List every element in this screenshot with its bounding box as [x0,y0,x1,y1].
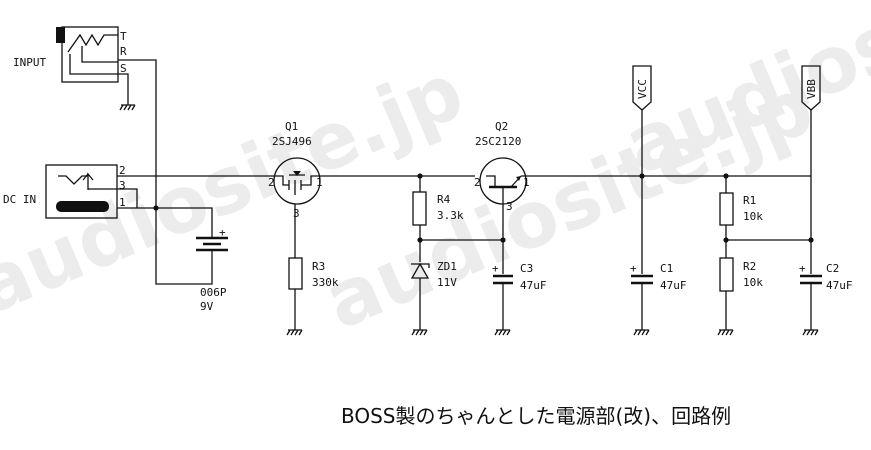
q1-mosfet: Q1 2SJ496 2 1 3 [268,120,323,220]
c1: + C1 47uF [630,262,687,292]
r2-body [719,257,734,292]
junction-base [500,237,506,243]
vcc-terminal: VCC [632,65,652,111]
input-r-wire [118,59,213,285]
battery-voltage: 9V [200,300,214,313]
c2-polarity: + [799,262,806,275]
vbb-label: VBB [805,79,818,99]
c2-value: 47uF [826,279,853,292]
q1-pin-1: 1 [316,176,323,189]
zd1: ZD1 11V [410,260,457,289]
q1-body [273,157,321,205]
q2-pin-3: 3 [506,200,513,213]
vbb-terminal: VBB [801,65,821,111]
ground-symbol [802,329,819,336]
input-jack-sleeve-contact [69,54,118,75]
q2-emitter-arrow [516,176,521,181]
input-jack: INPUT T R S [13,26,127,83]
c1-polarity: + [630,262,637,275]
dc-jack-label: DC IN [3,193,36,206]
r1: R1 10k [719,192,763,226]
r1-ref: R1 [743,194,756,207]
r2: R2 10k [719,257,763,292]
q2-ref: Q2 [495,120,508,133]
dc-pin-3: 3 [119,179,126,192]
battery-polarity: + [219,226,226,239]
q2-part: 2SC2120 [475,135,521,148]
q1-ref: Q1 [285,120,298,133]
zd1-value: 11V [437,276,457,289]
q2-body [479,157,527,205]
vcc-label: VCC [636,79,649,99]
input-jack-label: INPUT [13,56,46,69]
r3-value: 330k [312,276,339,289]
junction-vbb [808,237,814,243]
r1-value: 10k [743,210,763,223]
input-pin-t: T [120,30,127,43]
c3-value: 47uF [520,279,547,292]
ground-symbol [717,329,734,336]
battery-006p: + 006P 9V [196,226,228,313]
r3-body [288,257,303,290]
input-jack-sleeve [56,27,65,43]
watermark: audiosite.jp audiosite.jp audiosite.jp [0,0,871,347]
c2-ref: C2 [826,262,839,275]
ground-symbol [119,104,136,111]
c1-ref: C1 [660,262,673,275]
dc-pin1-wire [117,207,213,238]
r4-value: 3.3k [437,209,464,222]
r3-ref: R3 [312,260,325,273]
c3-polarity: + [492,262,499,275]
dc-pin3-wire [88,188,138,208]
q2-transistor: Q2 2SC2120 2 1 3 [474,120,530,213]
c1-value: 47uF [660,279,687,292]
input-pin-r: R [120,45,127,58]
r4-ref: R4 [437,193,451,206]
dc-jack-body [45,164,118,219]
junction-vcc [639,173,645,179]
junction-dc-pin1 [153,205,159,211]
r2-value: 10k [743,276,763,289]
input-jack-ring-contact [81,46,118,63]
c3: + C3 47uF [492,262,547,292]
q1-pin-3: 3 [293,207,300,220]
r2-ref: R2 [743,260,756,273]
q2-pin-1: 1 [523,176,530,189]
input-s-wire [118,73,129,105]
c2: + C2 47uF [799,262,853,292]
ground-symbol [411,329,428,336]
battery-type: 006P [200,286,227,299]
ground-symbol [286,329,303,336]
c3-ref: C3 [520,262,533,275]
zd1-ref: ZD1 [437,260,457,273]
dc-jack-switch-contact [58,175,88,185]
q2-pin-2: 2 [474,176,481,189]
input-pin-s: S [120,62,127,75]
dc-jack: DC IN 2 3 1 [3,164,126,219]
dc-pin-2: 2 [119,164,126,177]
r1-body [719,192,734,226]
q1-part: 2SJ496 [272,135,312,148]
caption: BOSS製のちゃんとした電源部(改)、回路例 [341,404,731,428]
r3: R3 330k [288,257,339,290]
ground-symbol [633,329,650,336]
q1-body-diode [293,171,301,176]
q1-pin-2: 2 [268,176,275,189]
dc-pin-1: 1 [119,196,126,209]
dc-jack-pin [56,201,109,212]
dc-jack-arrow [82,172,94,190]
input-jack-tip-contact [67,33,118,53]
input-jack-body [61,26,119,83]
ground-symbol [494,329,511,336]
